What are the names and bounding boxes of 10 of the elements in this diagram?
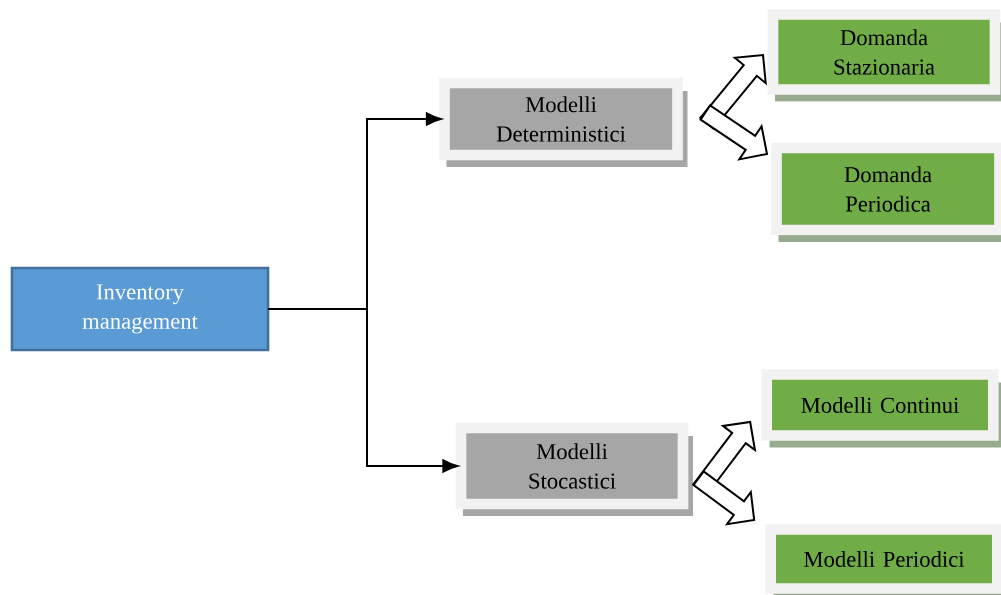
model-box: Modelli Periodici: [765, 524, 1001, 595]
model-box: Domanda Stazionaria: [767, 9, 1001, 102]
model-box: Domanda Periodica: [771, 142, 1001, 242]
category-box: Modelli Deterministici: [439, 77, 688, 167]
block-arrow: [692, 470, 756, 526]
category-box: Modelli Stocastici: [455, 422, 693, 516]
root-box: Inventory management: [10, 266, 270, 352]
connector-arrow: [267, 308, 459, 473]
model-box: Modelli Continui: [761, 369, 1001, 448]
block-arrow: [699, 104, 769, 161]
